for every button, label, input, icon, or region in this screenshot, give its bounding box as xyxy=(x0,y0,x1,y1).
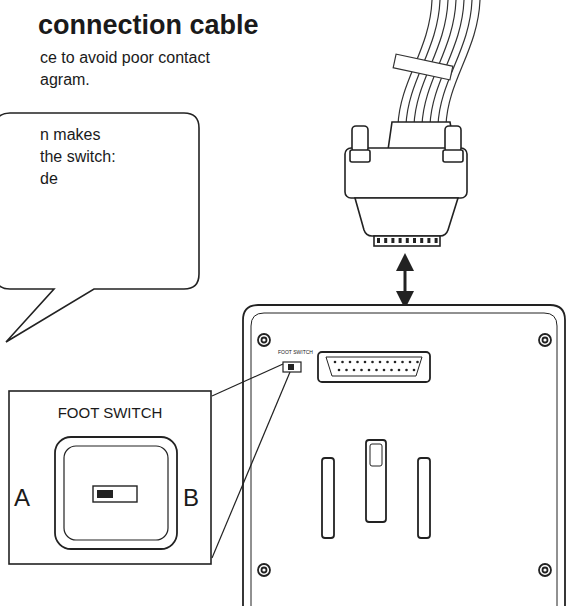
port-hole xyxy=(383,369,386,372)
port-hole xyxy=(379,361,382,364)
connector-pin xyxy=(399,238,402,243)
node-text: de xyxy=(40,168,200,190)
port-hole xyxy=(398,369,401,372)
connector-pin xyxy=(435,238,438,243)
port-hole xyxy=(409,361,412,364)
port-hole xyxy=(338,369,341,372)
port-hole xyxy=(416,361,419,364)
port-hole xyxy=(405,369,408,372)
inset-box: FOOT SWITCH xyxy=(8,390,212,565)
port-hole xyxy=(371,361,374,364)
switch-position: A xyxy=(14,486,30,510)
port-hole xyxy=(353,369,356,372)
title: connection cable xyxy=(38,10,259,41)
port-hole xyxy=(375,369,378,372)
db25-connector xyxy=(345,122,467,246)
connector-pin xyxy=(384,238,387,243)
connector-pin xyxy=(413,238,416,243)
connector-pin xyxy=(406,238,409,243)
intro-text: ce to avoid poor contact xyxy=(40,50,210,66)
port-hole xyxy=(360,369,363,372)
double-arrow xyxy=(404,262,407,300)
switch-position: B xyxy=(183,486,199,510)
device-plate xyxy=(243,305,565,606)
panel-label: FOOT SWITCH xyxy=(278,350,313,355)
port-hole xyxy=(364,361,367,364)
port-hole xyxy=(390,369,393,372)
port-hole xyxy=(368,369,371,372)
port-hole xyxy=(386,361,389,364)
port-hole xyxy=(356,361,359,364)
port-hole xyxy=(401,361,404,364)
port-hole xyxy=(334,361,337,364)
inset-outline xyxy=(8,390,212,606)
connector-pin xyxy=(391,238,394,243)
intro-text: agram. xyxy=(40,72,90,88)
leader-lines xyxy=(212,364,290,558)
connector-pin xyxy=(420,238,423,243)
port-hole xyxy=(345,369,348,372)
callout-bubble: n makesthe switch:de xyxy=(0,112,200,290)
node-text: n makes xyxy=(40,124,200,146)
node-text: the switch: xyxy=(40,146,200,168)
bubble-shape xyxy=(0,113,199,342)
connector-pin xyxy=(377,238,380,243)
cable-band xyxy=(393,54,453,80)
port-hole xyxy=(394,361,397,364)
port-hole xyxy=(349,361,352,364)
connector-pin xyxy=(427,238,430,243)
bubble-outline xyxy=(0,112,200,350)
switch-detail xyxy=(55,437,177,549)
port-hole xyxy=(341,361,344,364)
inset-frame xyxy=(9,391,211,564)
port-hole xyxy=(413,369,416,372)
node-text: FOOT SWITCH xyxy=(8,404,212,422)
